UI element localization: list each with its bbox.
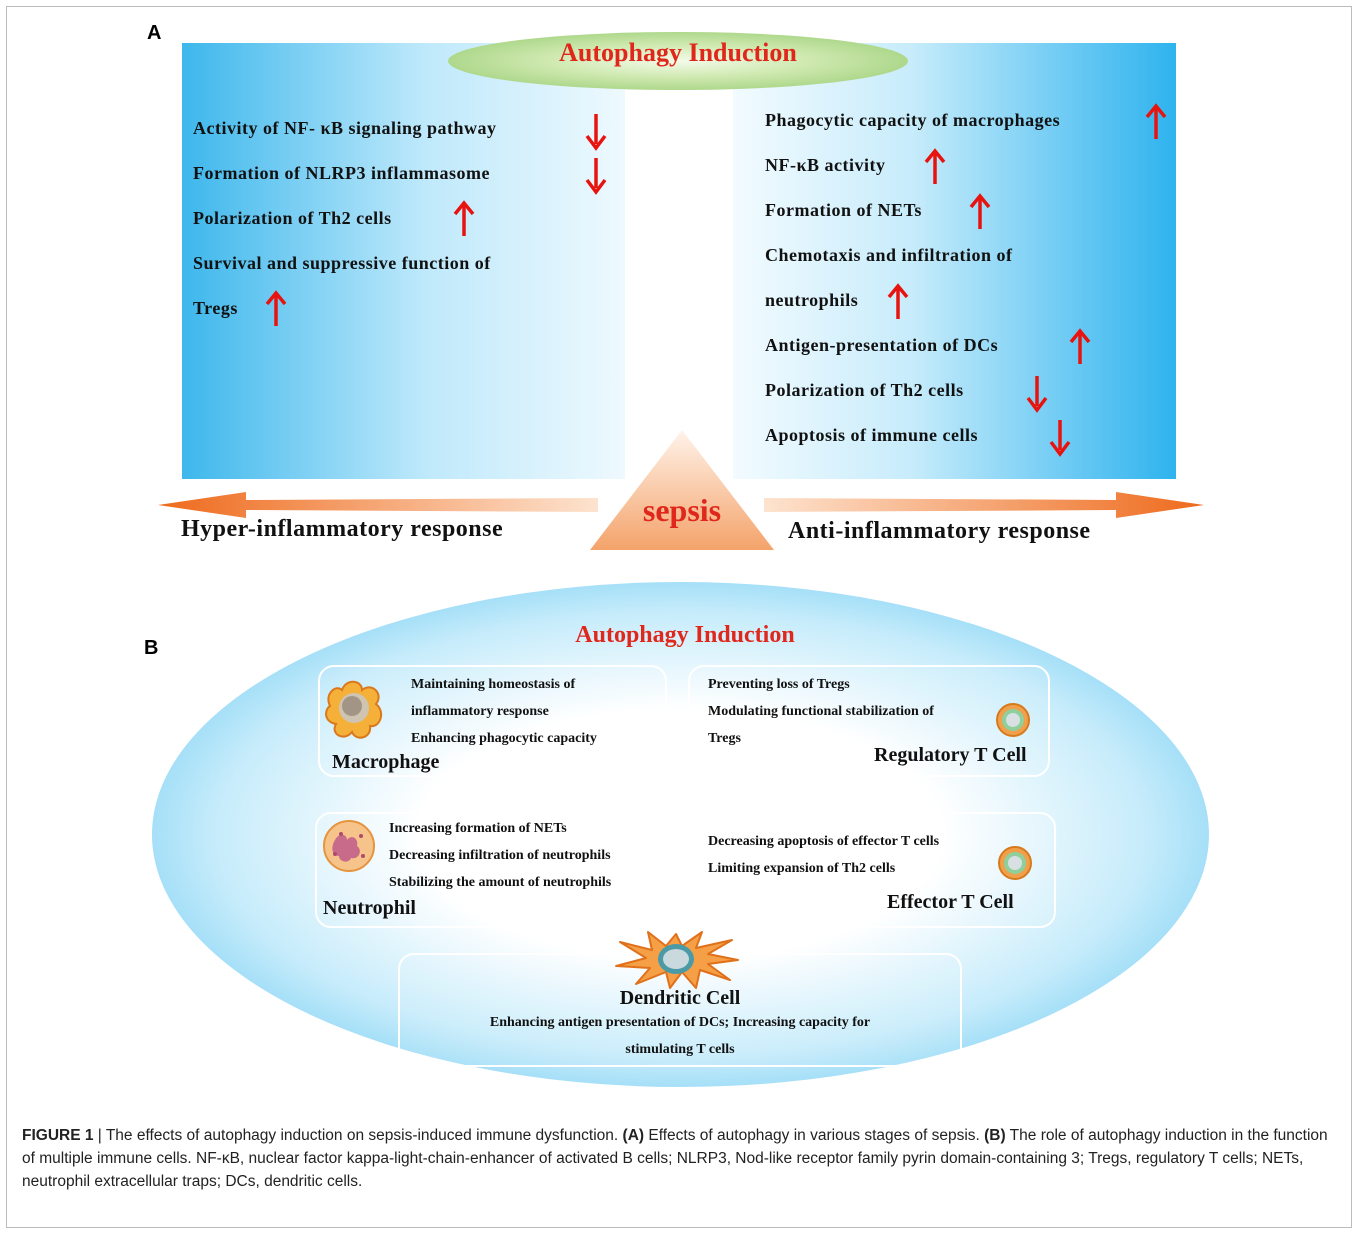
- right-blue-box: [733, 43, 1176, 479]
- neutrophil-line-1: Increasing formation of NETs: [389, 821, 567, 836]
- macrophage-icon: [325, 680, 383, 739]
- anti-inflammatory-label: Anti-inflammatory response: [788, 518, 1091, 544]
- treg-line-3: Tregs: [708, 731, 741, 746]
- left-item-tregs: Tregs: [193, 298, 238, 318]
- panel-a-label: A: [147, 22, 162, 44]
- right-item-apoptosis: Apoptosis of immune cells: [765, 425, 979, 445]
- caption-b-tag: (B): [984, 1127, 1006, 1144]
- hyper-inflammatory-label: Hyper-inflammatory response: [181, 516, 504, 542]
- right-item-nfkb: NF-κB activity: [765, 155, 886, 175]
- neutrophil-line-3: Stabilizing the amount of neutrophils: [389, 875, 612, 890]
- down-arrow-icon: [585, 158, 607, 195]
- treg-line-1: Preventing loss of Tregs: [708, 677, 850, 692]
- autophagy-induction-ellipse: [448, 32, 908, 90]
- effector-line-2: Limiting expansion of Th2 cells: [708, 861, 896, 876]
- caption-sep: |: [93, 1127, 106, 1144]
- dendritic-line-1: Enhancing antigen presentation of DCs; I…: [489, 1015, 871, 1030]
- caption-text-1: The effects of autophagy induction on se…: [105, 1127, 623, 1144]
- t-cell-icon: [996, 703, 1030, 737]
- left-item-nlrp3: Formation of NLRP3 inflammasome: [193, 163, 490, 183]
- left-blue-box: [182, 43, 625, 479]
- treg-box: [688, 665, 1050, 777]
- down-arrow-icon: [1026, 376, 1048, 413]
- right-item-neutrophils: neutrophils: [765, 290, 859, 310]
- figure-frame: [6, 6, 1352, 1228]
- treg-name: Regulatory T Cell: [874, 744, 1027, 766]
- t-cell-icon: [998, 846, 1032, 880]
- left-item-nfkb-pathway: Activity of NF- κB signaling pathway: [193, 118, 497, 138]
- down-arrow-icon: [585, 114, 607, 151]
- caption-label: FIGURE 1: [22, 1127, 94, 1144]
- sepsis-label: sepsis: [642, 492, 722, 528]
- macrophage-name: Macrophage: [332, 751, 440, 773]
- right-item-phagocytic: Phagocytic capacity of macrophages: [765, 110, 1061, 130]
- up-arrow-icon: [969, 193, 991, 229]
- caption-text-2: Effects of autophagy in various stages o…: [644, 1127, 985, 1144]
- up-arrow-icon: [453, 200, 475, 236]
- right-item-nets: Formation of NETs: [765, 200, 922, 220]
- macrophage-line-2: inflammatory response: [411, 704, 549, 719]
- up-arrow-icon: [887, 283, 909, 319]
- caption-text-3: The role of autophagy induction in the f…: [22, 1127, 1328, 1190]
- up-arrow-icon: [265, 290, 287, 326]
- up-arrow-icon: [1145, 103, 1167, 139]
- sepsis-balance-graphic: [158, 430, 1204, 550]
- up-arrow-icon: [1069, 328, 1091, 364]
- down-arrow-icon: [1049, 420, 1071, 457]
- right-item-th2: Polarization of Th2 cells: [765, 380, 964, 400]
- panel-b-title: Autophagy Induction: [575, 622, 795, 648]
- neutrophil-effector-box: [315, 812, 1056, 928]
- effector-line-1: Decreasing apoptosis of effector T cells: [708, 834, 940, 849]
- macrophage-line-1: Maintaining homeostasis of: [411, 677, 576, 692]
- dendritic-cell-icon: [615, 931, 739, 989]
- macrophage-line-3: Enhancing phagocytic capacity: [411, 731, 597, 746]
- caption-a-tag: (A): [622, 1127, 645, 1144]
- left-item-survival: Survival and suppressive function of: [193, 253, 491, 273]
- treg-line-2: Modulating functional stabilization of: [708, 704, 934, 719]
- panel-b-label: B: [144, 637, 159, 659]
- right-item-antigen: Antigen-presentation of DCs: [765, 335, 999, 355]
- dendritic-name: Dendritic Cell: [619, 987, 741, 1009]
- effector-name: Effector T Cell: [887, 891, 1014, 913]
- right-item-chemotaxis: Chemotaxis and infiltration of: [765, 245, 1013, 265]
- neutrophil-name: Neutrophil: [323, 897, 416, 919]
- left-item-th2: Polarization of Th2 cells: [193, 208, 392, 228]
- up-arrow-icon: [924, 148, 946, 184]
- figure-caption: FIGURE 1 | The effects of autophagy indu…: [22, 1124, 1340, 1193]
- neutrophil-line-2: Decreasing infiltration of neutrophils: [389, 848, 611, 863]
- neutrophil-icon: [323, 820, 375, 872]
- panel-a-title: Autophagy Induction: [559, 38, 797, 67]
- dendritic-line-2: stimulating T cells: [625, 1042, 735, 1057]
